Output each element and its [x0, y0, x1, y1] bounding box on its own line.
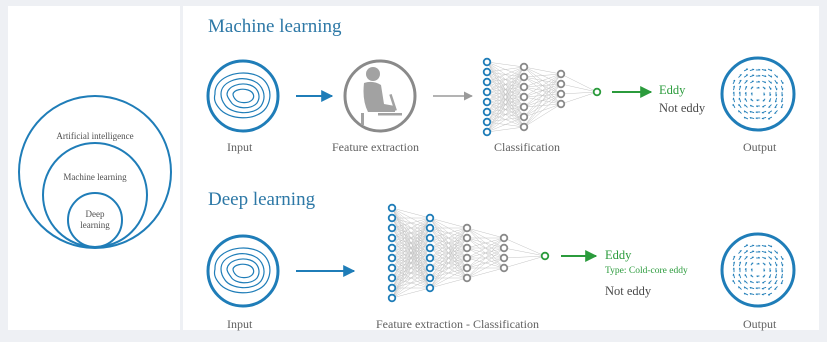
network-node [387, 233, 397, 243]
network-edges [391, 207, 546, 299]
dl-result-type: Type: Cold-core eddy [605, 266, 688, 276]
ml-result-not-eddy: Not eddy [659, 101, 706, 115]
right-panel [183, 6, 819, 330]
venn-diagram [18, 95, 172, 249]
dl-result-not-eddy: Not eddy [605, 284, 652, 298]
dl-input-label: Input [227, 317, 253, 331]
network-node [425, 273, 435, 283]
ml-feature-label: Feature extraction [332, 140, 419, 154]
venn-label-dl-1: Deep [85, 209, 105, 219]
network-node [482, 107, 492, 117]
network-node [387, 293, 397, 303]
network-node [499, 243, 509, 253]
network-node [425, 223, 435, 233]
network-node [592, 87, 602, 97]
venn-label-ml: Machine learning [63, 172, 127, 182]
network-node [519, 122, 529, 132]
network-node [556, 69, 566, 79]
network-node [387, 263, 397, 273]
network-node [462, 243, 472, 253]
network-node [556, 99, 566, 109]
network-node [519, 62, 529, 72]
ml-section-title: Machine learning [208, 16, 342, 37]
network-node [482, 127, 492, 137]
left-panel [8, 6, 180, 330]
ml-classification-label: Classification [494, 140, 560, 154]
dl-output-label: Output [743, 317, 777, 331]
network-node [387, 203, 397, 213]
ml-result-eddy: Eddy [659, 83, 686, 97]
network-node [462, 223, 472, 233]
network-edges [486, 61, 598, 133]
ml-neural-network-icon [482, 57, 602, 137]
network-node [462, 253, 472, 263]
network-node [462, 263, 472, 273]
network-node [425, 243, 435, 253]
network-node [482, 87, 492, 97]
network-node [425, 253, 435, 263]
dl-input-contour-icon [206, 234, 280, 308]
network-node [556, 79, 566, 89]
network-node [519, 92, 529, 102]
network-node [462, 233, 472, 243]
network-node [540, 251, 550, 261]
venn-inner-circle [67, 192, 123, 248]
network-node [462, 273, 472, 283]
dl-section-title: Deep learning [208, 189, 316, 210]
venn-label-dl-2: learning [80, 220, 110, 230]
network-node [482, 77, 492, 87]
network-node [519, 82, 529, 92]
person-at-computer-icon [343, 59, 417, 133]
ml-output-velocity-field-icon [720, 56, 796, 132]
network-node [387, 253, 397, 263]
dl-result-eddy: Eddy [605, 248, 632, 262]
network-node [387, 273, 397, 283]
network-node [387, 283, 397, 293]
network-node [482, 57, 492, 67]
ml-output-label: Output [743, 140, 777, 154]
network-node [482, 117, 492, 127]
network-node [499, 253, 509, 263]
network-node [499, 263, 509, 273]
network-node [482, 97, 492, 107]
network-node [425, 263, 435, 273]
network-node [387, 223, 397, 233]
dl-combined-label: Feature extraction - Classification [376, 317, 539, 331]
network-node [499, 233, 509, 243]
network-node [519, 102, 529, 112]
dl-neural-network-icon [387, 203, 550, 303]
network-node [425, 283, 435, 293]
ml-input-contour-icon [206, 59, 280, 133]
network-node [387, 243, 397, 253]
network-node [482, 67, 492, 77]
network-node [425, 213, 435, 223]
network-node [519, 72, 529, 82]
network-node [556, 89, 566, 99]
network-node [519, 112, 529, 122]
ml-input-label: Input [227, 140, 253, 154]
network-node [387, 213, 397, 223]
dl-output-velocity-field-icon [720, 232, 796, 308]
venn-middle-circle [42, 142, 148, 248]
venn-label-ai: Artificial intelligence [56, 131, 134, 141]
network-node [425, 233, 435, 243]
